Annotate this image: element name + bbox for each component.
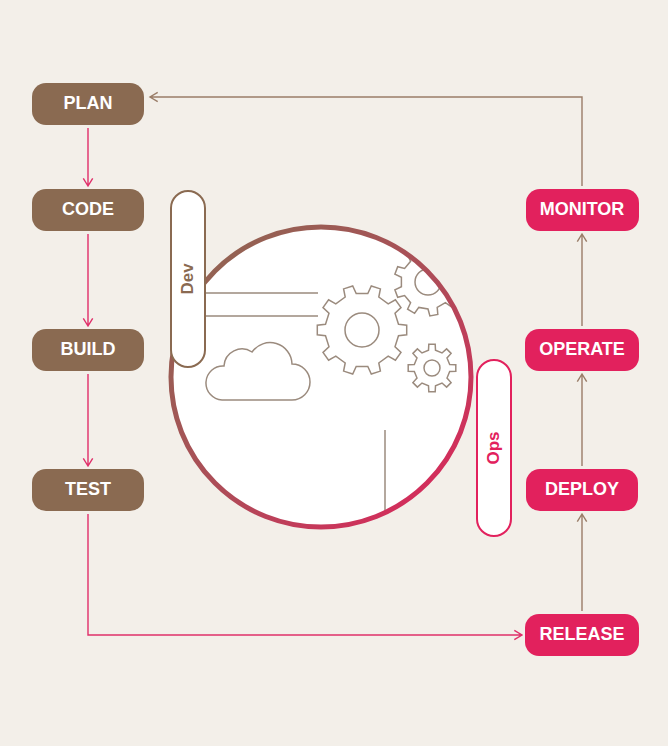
gear-hub bbox=[424, 360, 440, 376]
center-circle bbox=[171, 227, 471, 527]
side-label-pill: Ops bbox=[476, 359, 512, 537]
stage-label: DEPLOY bbox=[545, 480, 619, 500]
stage-pill: CODE bbox=[32, 189, 144, 231]
stage-pill: BUILD bbox=[32, 329, 144, 371]
flow-arrow bbox=[577, 374, 586, 466]
stage-pill: MONITOR bbox=[526, 189, 639, 231]
screen-lines bbox=[206, 293, 318, 316]
stage-label: PLAN bbox=[64, 94, 113, 114]
stage-label: TEST bbox=[65, 480, 111, 500]
stage-label: CODE bbox=[62, 200, 114, 220]
flow-arrow bbox=[83, 374, 92, 466]
stage-pill: DEPLOY bbox=[526, 469, 638, 511]
cloud-icon bbox=[206, 343, 310, 400]
laptop-base bbox=[195, 430, 490, 566]
flow-arrow bbox=[577, 234, 586, 326]
gear-icon bbox=[408, 344, 456, 392]
flow-arrow bbox=[83, 128, 92, 186]
flow-arrow bbox=[83, 234, 92, 326]
side-label: Ops bbox=[484, 431, 504, 464]
stage-pill: OPERATE bbox=[525, 329, 639, 371]
flow-arrow bbox=[577, 514, 586, 611]
flow-arrow bbox=[88, 514, 522, 640]
center-ring bbox=[171, 227, 471, 527]
flow-arrow bbox=[150, 92, 582, 186]
stage-pill: TEST bbox=[32, 469, 144, 511]
stage-label: MONITOR bbox=[540, 200, 625, 220]
stage-pill: RELEASE bbox=[525, 614, 639, 656]
stage-pill: PLAN bbox=[32, 83, 144, 125]
side-label: Dev bbox=[178, 263, 198, 294]
side-label-pill: Dev bbox=[170, 190, 206, 368]
gear-hub bbox=[345, 313, 379, 347]
stage-label: OPERATE bbox=[539, 340, 625, 360]
stage-label: BUILD bbox=[61, 340, 116, 360]
gear-icon bbox=[317, 286, 406, 374]
stage-label: RELEASE bbox=[539, 625, 624, 645]
